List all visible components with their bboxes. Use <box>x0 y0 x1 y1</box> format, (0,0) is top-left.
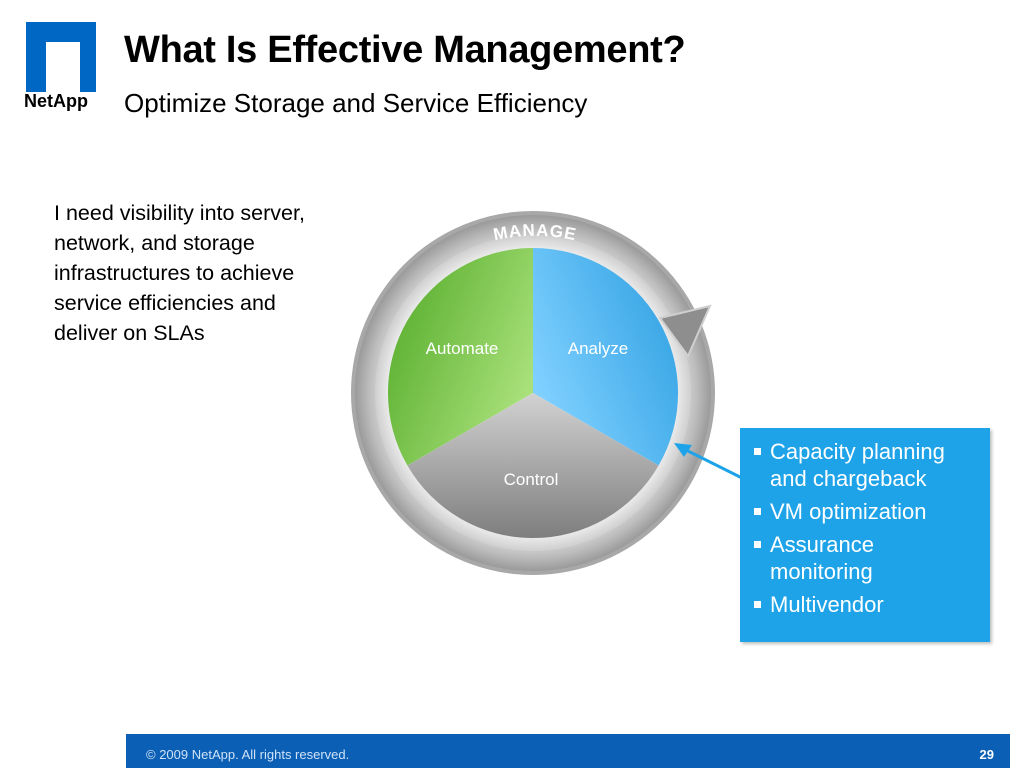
slide-subtitle: Optimize Storage and Service Efficiency <box>124 88 588 118</box>
list-item: VM optimization <box>752 498 980 525</box>
page-number: 29 <box>979 747 994 762</box>
list-item: Assurance monitoring <box>752 531 980 585</box>
quote-line: service efficiencies and <box>54 291 276 315</box>
connector-arrowhead <box>674 443 692 457</box>
segment-automate <box>387 247 533 466</box>
quote-line: network, and storage <box>54 231 255 255</box>
quote-line: I need visibility into server, <box>54 201 305 225</box>
slide-title: What Is Effective Management? <box>124 29 686 71</box>
list-item: Multivendor <box>752 591 980 618</box>
label-automate: Automate <box>426 339 499 358</box>
feature-list: Capacity planning and chargeback VM opti… <box>752 438 980 618</box>
logo-text: NetApp <box>24 91 88 111</box>
footer-bar: © 2009 NetApp. All rights reserved. 29 <box>126 734 1010 768</box>
quote-text: I need visibility into server, network, … <box>54 198 374 348</box>
connector-line <box>681 446 743 480</box>
quote-line: infrastructures to achieve <box>54 261 295 285</box>
ring-label-manage: MANAGE <box>492 221 578 245</box>
bullet-icon <box>754 448 761 455</box>
netapp-logo: NetApp <box>24 22 96 111</box>
bullet-icon <box>754 601 761 608</box>
bullet-icon <box>754 508 761 515</box>
segment-control <box>407 393 659 539</box>
list-item: Capacity planning and chargeback <box>752 438 980 492</box>
label-analyze: Analyze <box>568 339 628 358</box>
label-control: Control <box>504 470 559 489</box>
svg-text:MANAGE: MANAGE <box>492 221 579 245</box>
feature-callout: Capacity planning and chargeback VM opti… <box>740 428 990 642</box>
copyright-text: © 2009 NetApp. All rights reserved. <box>146 747 350 762</box>
ring-arrow-head <box>658 304 712 358</box>
segment-analyze <box>533 247 679 466</box>
quote-line: deliver on SLAs <box>54 321 205 345</box>
bullet-icon <box>754 541 761 548</box>
